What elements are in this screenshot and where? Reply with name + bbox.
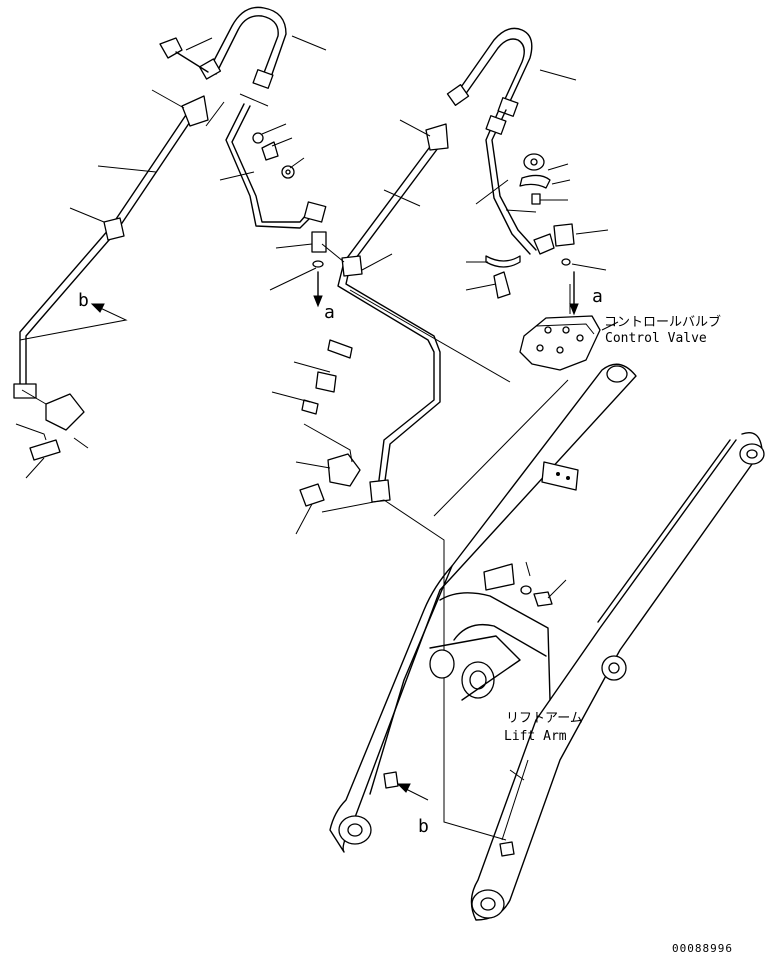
arrowhead-icon xyxy=(313,295,323,308)
right-piping-assembly xyxy=(465,69,619,371)
center-piping-assembly xyxy=(271,27,569,841)
lift-arm-label-jp: リフトアーム xyxy=(506,711,583,726)
left-piping-assembly xyxy=(13,6,327,479)
drawing-number: 00088996 xyxy=(672,942,733,955)
arrowhead-icon xyxy=(90,303,105,313)
control-valve-label-jp: コントロールバルブ xyxy=(604,314,721,330)
lift-arm xyxy=(329,363,765,921)
control-valve-label-en: Control Valve xyxy=(605,331,707,346)
ref-label-b-left: b xyxy=(78,290,89,311)
ref-label-a-left: a xyxy=(324,302,335,323)
ref-label-b-arm: b xyxy=(418,816,429,837)
lift-arm-label-en: Lift Arm xyxy=(504,729,567,744)
arrowhead-icon xyxy=(569,303,579,316)
ref-label-a-right: a xyxy=(592,286,603,307)
arrowhead-icon xyxy=(396,783,411,793)
